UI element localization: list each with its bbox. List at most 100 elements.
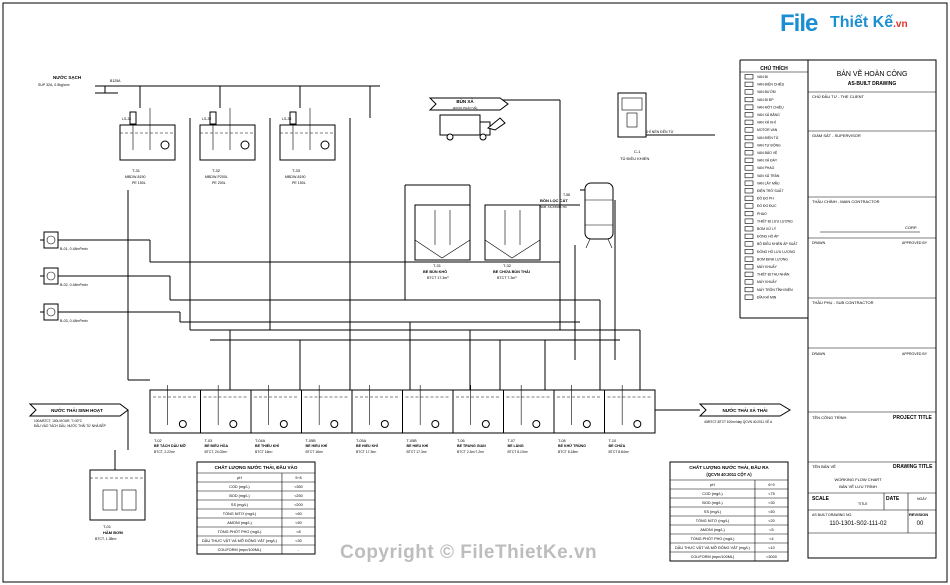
chemical-tank-model: MBDW-P200L: [205, 175, 228, 179]
quality-table-row: AMONI (mg/L)<50: [227, 521, 301, 525]
logo-file-mark: File: [780, 10, 818, 37]
process-tank-volume: BTCT 2.3m²7.2m³: [457, 450, 485, 454]
process-tank-volume: BTCT 17.3m³: [356, 450, 377, 454]
air-label: KHÍ NÉN ĐẾN TỪ: [645, 129, 674, 134]
sludge-tank-name: BỂ CHỨA BÙN THẢI: [493, 269, 530, 274]
site-logo: File Thiết Kế.vn: [780, 6, 930, 44]
legend-label: VAN BƯỚM: [757, 89, 776, 94]
legend-label: ĐỒ ĐO ĐỤC: [757, 203, 777, 208]
logo-text-main: Thiết Kế: [830, 14, 894, 31]
legend-item: THIẾT BỊ LƯU LƯỢNG: [744, 218, 793, 224]
submersible-pump-icon: [532, 420, 541, 428]
quality-table-row: TỔNG PHỐT PHO (mg/L)<8: [218, 529, 301, 534]
legend-label: ĐỒNG HỒ ÁP: [757, 234, 779, 239]
flow-chart-vi: BẢN VẼ LƯU TRÌNH: [839, 484, 877, 489]
quality-parameter: AMONI (mg/L): [227, 521, 252, 525]
pipe-network: [40, 85, 715, 480]
chemical-tank-volume: PE 150L: [132, 181, 146, 185]
outlet-arrow: NƯỚC THẢI XẢ THẢI 40/BTCT-BTCT 100m³/day…: [698, 403, 791, 424]
scale-label: SCALE: [812, 496, 830, 502]
legend-symbol-icon: [744, 81, 754, 87]
process-tank-volume: BTCT, 24.02m³: [205, 450, 229, 454]
legend-label: THIẾT BỊ LƯU LƯỢNG: [757, 218, 793, 223]
blower-label: B-02, 0.48m³/min: [60, 283, 88, 287]
submersible-pump-icon: [279, 420, 288, 428]
logo-text: Thiết Kế.vn: [830, 14, 908, 32]
process-tank-name: BỂ ĐIỀU HÒA: [205, 443, 229, 448]
blower: B-02, 0.48m³/min: [43, 267, 88, 287]
chemical-tank-id: T-33: [292, 168, 301, 173]
outlet-label: NƯỚC THẢI XẢ THẢI: [722, 406, 767, 413]
legend-item: MÁY TRỘN TĨNH ĐIỆN: [744, 287, 793, 293]
legend-label: MÁY KHUẤY: [757, 265, 778, 269]
legend-label: ĐỒ ĐO PH: [757, 196, 774, 201]
control-cabinet-icon: [617, 92, 647, 138]
process-tank-name: BỂ TÁCH DẦU MỠ: [154, 443, 187, 448]
supervisor-label: GIÁM SÁT - SUPERVISOR: [812, 133, 861, 138]
sludge-tank-body: [414, 204, 471, 261]
quality-table-row: COLIFORM (mpn/100ML)<3000: [691, 555, 777, 559]
quality-table-row: COD (mg/L)<75: [702, 492, 774, 496]
legend-item: ĐỒ ĐO PH: [744, 196, 774, 201]
legend-item: VAN BI ĐP: [744, 97, 774, 103]
submersible-pump-icon: [431, 420, 440, 428]
legend-label: MÁY TRỘN TĨNH ĐIỆN: [757, 287, 793, 292]
drawing-title-en: AS-BUILT DRAWING: [848, 81, 897, 87]
process-tank-volume: BTCT 16m³: [255, 450, 273, 454]
main-contractor-label: THẦU CHÍNH - MAIN CONTRACTOR: [812, 199, 880, 204]
quality-limit: <5: [769, 528, 773, 532]
legend-item: VAN XẢ BĂNG: [744, 112, 780, 118]
process-tank-name: BỂ THIẾU KHÍ: [255, 443, 280, 448]
legend-symbol-icon: [744, 180, 754, 186]
inlet-arrow: NƯỚC THẢI SINH HOẠT 100A/BTCT, 100L/HOUR…: [28, 403, 129, 428]
revision-label: REVISION: [909, 512, 928, 517]
quality-table-row: TỔNG NITƠ (mg/L)<20: [696, 518, 775, 523]
legend-label: VAN BI: [757, 75, 768, 79]
legend-symbol-icon: [744, 264, 754, 270]
submersible-pump-icon: [633, 420, 642, 428]
top-labels: NƯỚC SẠCH SUP 32A, 0.5kg/cm² B125A BÙN X…: [38, 73, 674, 209]
drawing-title-vi: BẢN VẼ HOÀN CÔNG: [837, 69, 908, 78]
output-quality-table: CHẤT LƯỢNG NƯỚC THẢI, ĐẦU RA(QCVN 40:201…: [669, 461, 789, 562]
sludge-tank-body: [484, 204, 541, 261]
inlet-sub2: ĐẦU VÀO TÁCH DẦU, NƯỚC THẢI TỪ NHÀ BẾP: [34, 423, 106, 428]
process-tank-name: BỂ HIẾU KHÍ: [407, 443, 430, 448]
process-tank-name: BỂ LẮNG: [508, 443, 524, 448]
approved-label-2: APPROVED BY: [902, 352, 928, 356]
legend-label: VAN TỰ ĐỘNG: [757, 142, 781, 147]
legend-item: VAN XẢ KHÍ: [744, 120, 776, 125]
quality-table-row: DẦU THỰC VẬT VÀ MỠ ĐỘNG VẬT (mg/L)<30: [202, 538, 302, 543]
project-title-label: PROJECT TITLE: [893, 415, 933, 421]
legend-item: VAN MỘT CHIỀU: [744, 104, 784, 110]
submersible-pump-icon: [178, 420, 187, 428]
blower: B-03, 0.48m³/min: [43, 303, 88, 323]
legend-label: VAN PHAO: [757, 166, 775, 170]
legend-item: ĐỒNG HỒ ÁP: [744, 234, 779, 239]
blower: B-01, 0.48m³/min: [43, 231, 88, 251]
legend-symbol-icon: [744, 279, 754, 285]
process-tank-id: T-02: [154, 439, 162, 443]
date-label: DATE: [886, 496, 900, 502]
legend-symbol-icon: [744, 249, 754, 255]
process-tank-id: T-05A: [356, 439, 367, 443]
legend-item: PHAO: [744, 211, 767, 217]
quality-limit: -: [298, 548, 300, 552]
quality-parameter: COLIFORM (mpn/100ML): [218, 548, 262, 552]
process-tank-volume: BTCT 16m³: [306, 450, 324, 454]
process-tank-volume: BTCT 17.3m³: [407, 450, 428, 454]
quality-limit: <20: [768, 519, 774, 523]
legend-symbol-icon: [744, 135, 754, 141]
quality-parameter: DẦU THỰC VẬT VÀ MỠ ĐỘNG VẬT (mg/L): [675, 545, 751, 550]
chemical-tank-id: T-31: [132, 168, 141, 173]
legend-symbol-icon: [744, 157, 754, 163]
